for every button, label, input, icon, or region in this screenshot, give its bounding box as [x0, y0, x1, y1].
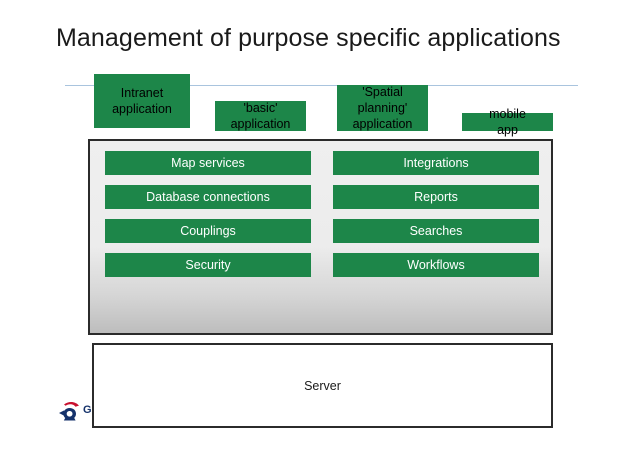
page-title: Management of purpose specific applicati…: [56, 24, 561, 52]
brand-logo: G: [57, 400, 109, 424]
capability-row: Database connections Reports: [105, 185, 539, 209]
app-box-basic[interactable]: 'basic' application: [215, 101, 306, 131]
app-box-intranet[interactable]: Intranet application: [94, 74, 190, 128]
capability-row: Security Workflows: [105, 253, 539, 277]
server-label: Server: [304, 378, 341, 393]
capability-grid: Map services Integrations Database conne…: [105, 151, 539, 287]
capability-map-services[interactable]: Map services: [105, 151, 311, 175]
app-box-basic-label: 'basic' application: [230, 101, 291, 131]
app-box-mobile-app-label: mobile app: [489, 107, 526, 137]
capability-row: Couplings Searches: [105, 219, 539, 243]
capability-reports[interactable]: Reports: [333, 185, 539, 209]
app-box-intranet-label: Intranet application: [112, 86, 172, 116]
title-divider: [65, 85, 578, 86]
capability-integrations[interactable]: Integrations: [333, 151, 539, 175]
server-box: Server: [92, 343, 553, 428]
app-box-spatial-planning[interactable]: 'Spatial planning' application: [337, 85, 428, 131]
brand-logo-mark: [59, 401, 79, 421]
capability-security[interactable]: Security: [105, 253, 311, 277]
app-box-spatial-planning-label: 'Spatial planning' application: [352, 85, 413, 131]
capability-row: Map services Integrations: [105, 151, 539, 175]
capability-workflows[interactable]: Workflows: [333, 253, 539, 277]
platform-panel: Map services Integrations Database conne…: [88, 139, 553, 335]
capability-searches[interactable]: Searches: [333, 219, 539, 243]
capability-couplings[interactable]: Couplings: [105, 219, 311, 243]
brand-logo-wordmark: G: [83, 404, 92, 416]
capability-database-connections[interactable]: Database connections: [105, 185, 311, 209]
app-box-mobile-app[interactable]: mobile app: [462, 107, 553, 137]
